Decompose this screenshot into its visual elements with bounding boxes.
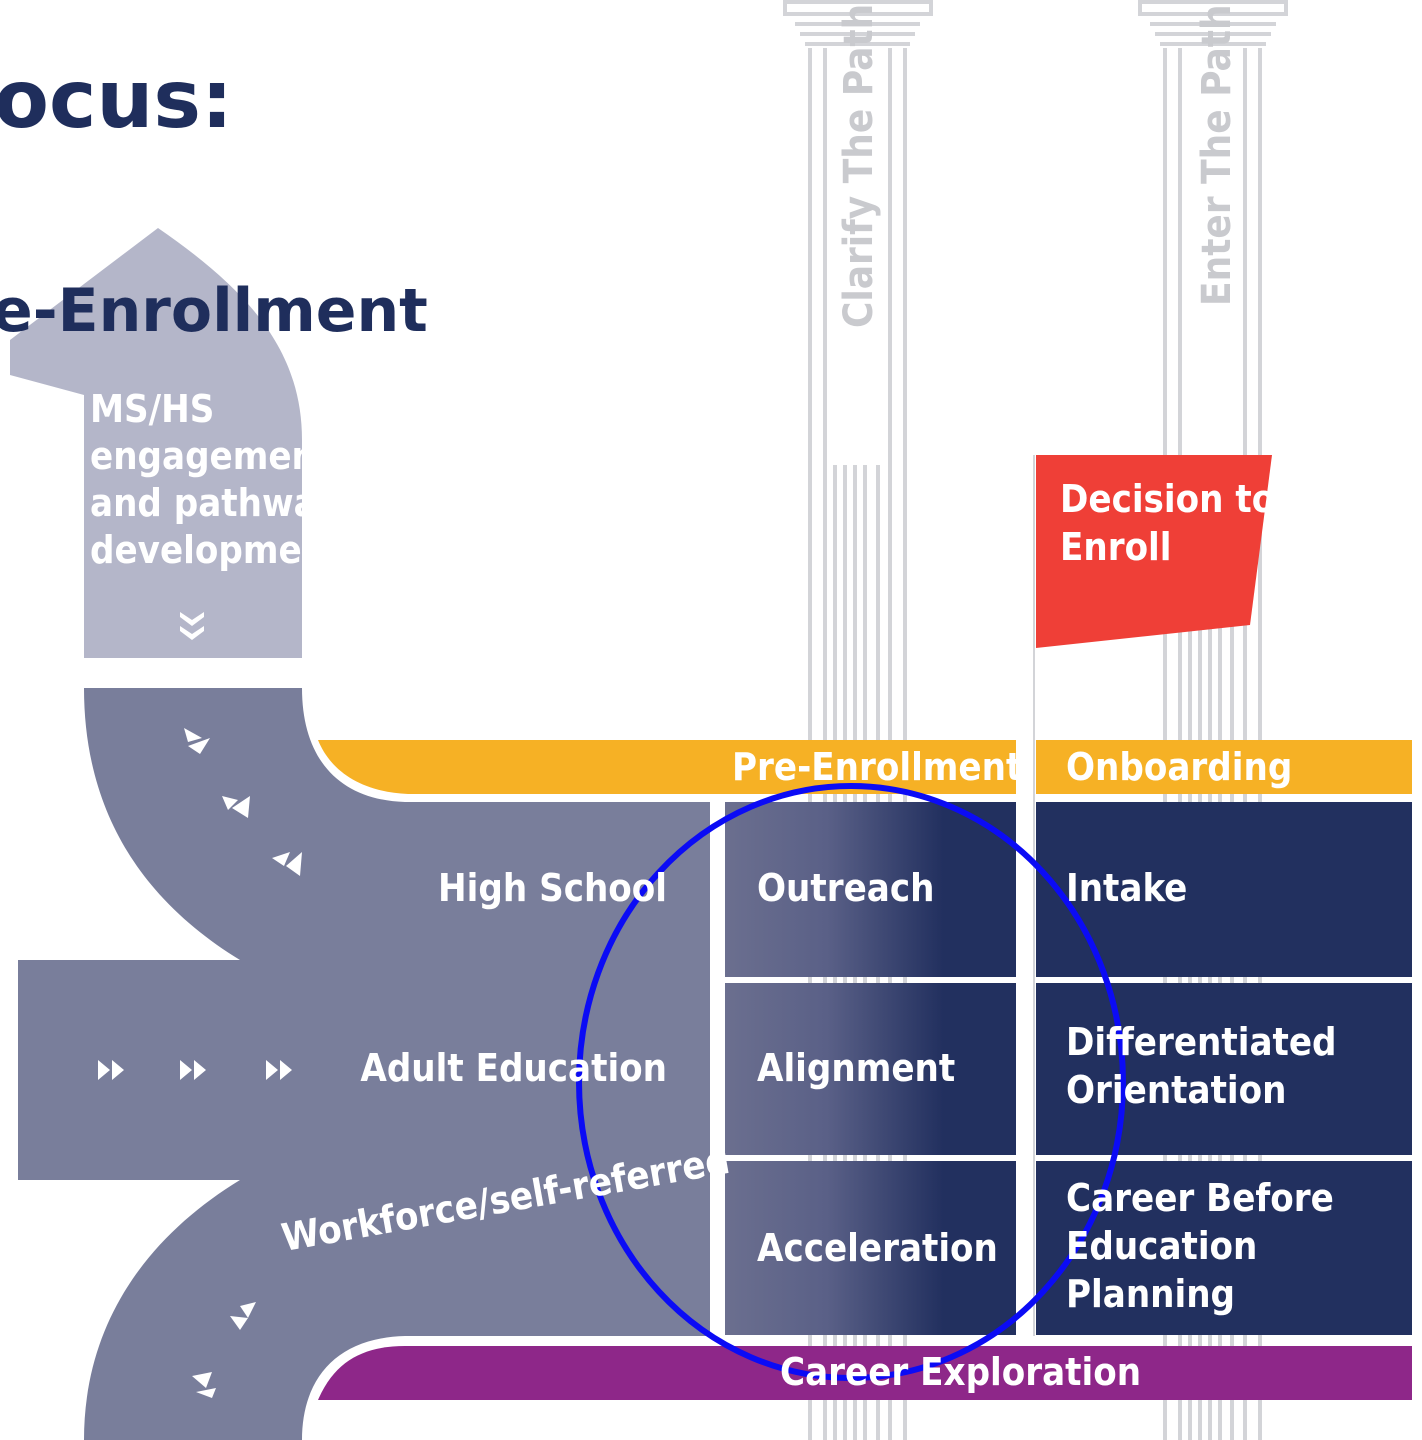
band-label-onboarding: Onboarding <box>1066 745 1293 789</box>
pre-enrollment-band <box>318 740 1016 794</box>
career-exploration-band <box>318 1346 1412 1400</box>
cell-career-before-education-planning: Career Before Education Planning <box>1066 1176 1334 1316</box>
highlight-circle <box>576 783 1126 1381</box>
cell-outreach-bg <box>725 802 1016 977</box>
pillar-label-enter: Enter The Path <box>1194 4 1240 306</box>
flag-label: Decision to Enroll <box>1060 477 1276 569</box>
cell-alignment: Alignment <box>757 1046 956 1090</box>
decision-flag <box>1036 455 1272 648</box>
ms-hs-label: MS/HS engagement and pathway development <box>90 387 343 572</box>
cell-acceleration-bg <box>725 1161 1016 1335</box>
cell-orientation-bg <box>1036 983 1412 1155</box>
cell-planning-bg <box>1036 1161 1412 1335</box>
road-chevron-icons <box>184 728 302 1398</box>
cell-acceleration: Acceleration <box>757 1226 998 1270</box>
page-subtitle: e-Enrollment <box>0 276 428 346</box>
fast-forward-icon <box>98 1060 292 1080</box>
band-label-career-exploration: Career Exploration <box>780 1350 1142 1394</box>
onboarding-band <box>1036 740 1412 794</box>
cell-alignment-bg <box>725 983 1016 1155</box>
page-title: ocus: <box>0 53 233 146</box>
ms-hs-arrow <box>10 228 302 658</box>
high-school-label: High School <box>438 866 667 910</box>
cell-intake-bg <box>1036 802 1412 977</box>
adult-education-label: Adult Education <box>360 1046 667 1090</box>
cell-differentiated-orientation: Differentiated Orientation <box>1066 1020 1337 1112</box>
pillar-label-clarify: Clarify The Path <box>836 3 882 328</box>
double-chevron-icon <box>180 612 204 640</box>
main-road <box>18 688 710 1440</box>
cell-intake: Intake <box>1066 866 1188 910</box>
band-label-pre-enrollment: Pre-Enrollment <box>732 745 1023 789</box>
cell-outreach: Outreach <box>757 866 935 910</box>
